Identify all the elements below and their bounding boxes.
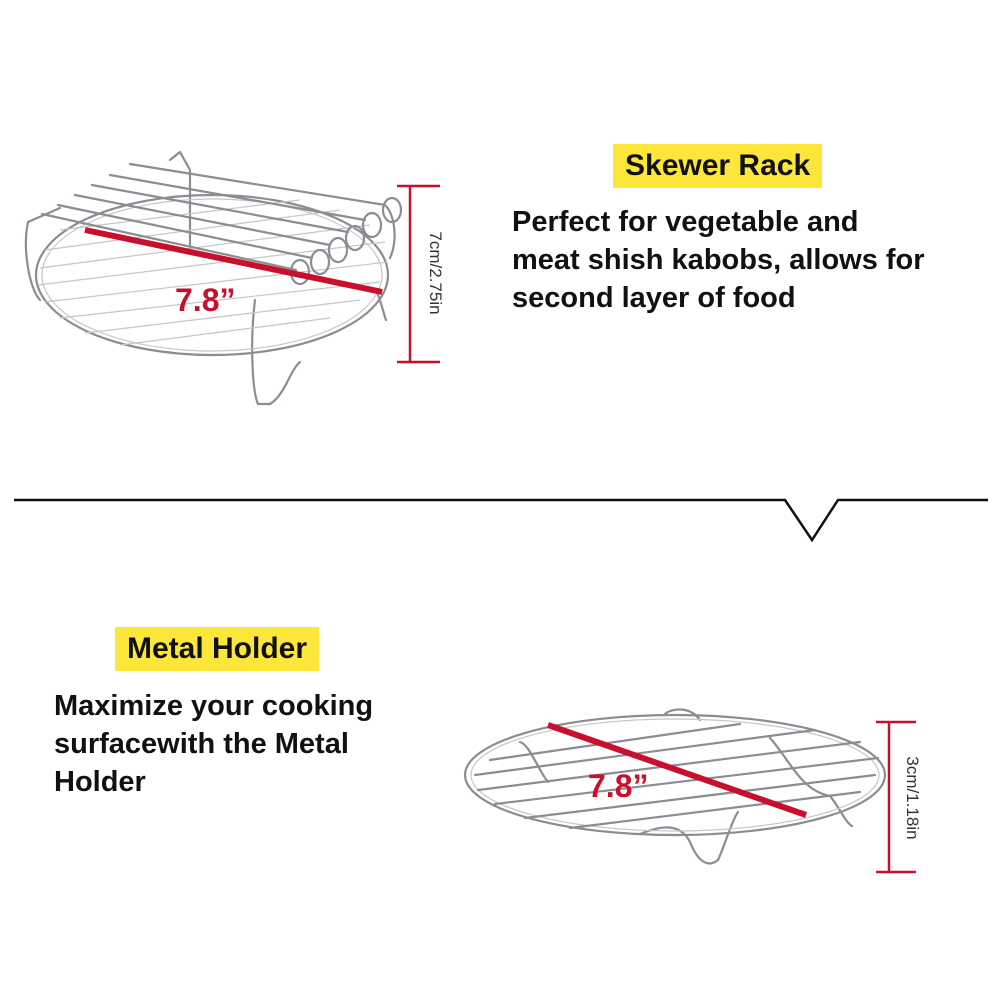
top-diameter-label: 7.8” [175, 282, 236, 318]
bottom-diameter-label: 7.8” [588, 768, 649, 804]
description-line: meat shish kabobs, allows for [512, 244, 925, 276]
description-line: Maximize your cooking [54, 690, 374, 722]
metal-holder-badge: Metal Holder [115, 627, 320, 671]
description-line: Holder [54, 766, 146, 798]
top-diameter-line [84, 227, 383, 295]
metal-holder-description: Maximize your cooking surfacewith the Me… [54, 687, 373, 801]
description-line: second layer of food [512, 282, 796, 314]
skewer-rack-badge: Skewer Rack [613, 144, 823, 188]
bottom-diameter-line [547, 722, 807, 818]
bottom-height-label: 3cm/1.18in [903, 756, 922, 840]
chevron-down-icon [14, 498, 988, 543]
description-line: surfacewith the Metal [54, 728, 349, 760]
description-line: Perfect for vegetable and [512, 206, 859, 238]
skewer-rack-description: Perfect for vegetable and meat shish kab… [512, 203, 925, 317]
